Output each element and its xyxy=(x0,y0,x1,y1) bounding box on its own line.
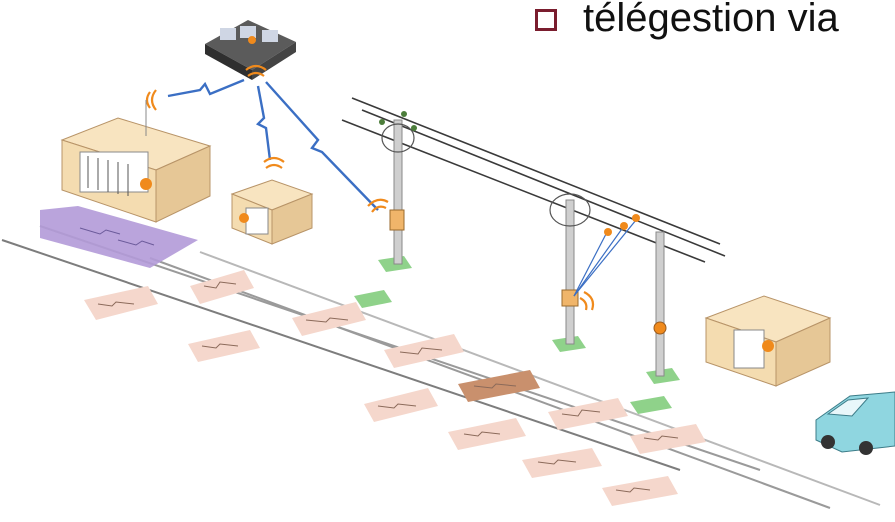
utility-pole-icon xyxy=(646,231,680,384)
service-van-icon xyxy=(815,391,895,455)
control-room-icon xyxy=(205,20,296,80)
substation-cabinet-icon xyxy=(230,179,314,245)
ground-marker xyxy=(354,290,392,308)
link-to-substation xyxy=(167,78,245,98)
radio-signal-icon xyxy=(145,64,595,311)
substation-cabinet-icon xyxy=(704,295,832,387)
bullet-line: télégestion via xyxy=(535,0,839,42)
parcel-scribbles xyxy=(97,281,679,493)
parcel xyxy=(602,476,678,506)
parcel xyxy=(630,424,706,454)
purple-parcel-marks xyxy=(79,227,155,246)
parcel xyxy=(364,388,438,422)
parcel xyxy=(522,448,602,478)
parcel xyxy=(188,330,260,362)
parcels xyxy=(84,270,706,506)
utility-pole-icon xyxy=(549,193,640,352)
street-line-4 xyxy=(199,251,881,506)
bullet-square-icon xyxy=(535,9,557,31)
street-line-top xyxy=(1,239,681,471)
radio-links xyxy=(167,78,379,211)
bullet-text: télégestion via xyxy=(583,0,839,40)
substation-icon xyxy=(60,100,212,223)
parcel xyxy=(448,418,526,450)
ground-marker xyxy=(630,396,672,414)
utility-pole-icon xyxy=(378,111,417,272)
parcel xyxy=(384,334,464,368)
parcel xyxy=(458,370,540,402)
parcel xyxy=(548,398,628,430)
link-to-cabinet xyxy=(255,85,272,161)
parcel xyxy=(190,270,254,304)
purple-parcel xyxy=(40,206,198,268)
link-to-pole xyxy=(265,81,379,211)
